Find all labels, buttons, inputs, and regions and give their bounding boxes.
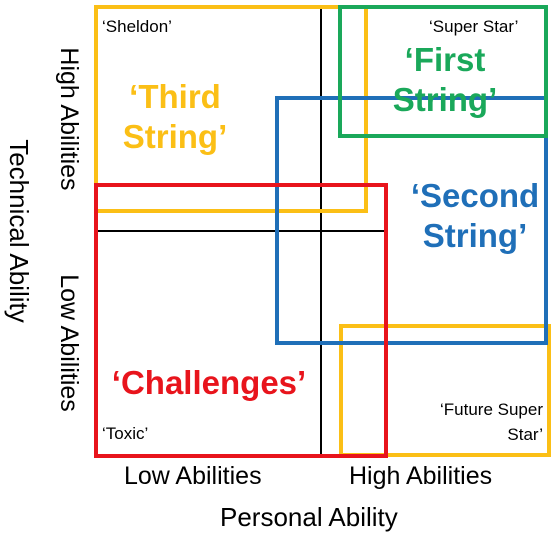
first-string-box — [338, 5, 548, 138]
second-string-title-line1: ‘Second — [410, 177, 540, 214]
toxic-label: ‘Toxic’ — [102, 424, 149, 443]
first-string-title: ‘First String’ — [375, 40, 515, 121]
first-string-title-line2: String’ — [392, 81, 498, 119]
super-star-label: ‘Super Star’ — [429, 17, 519, 36]
challenges-title: ‘Challenges’ — [104, 363, 314, 403]
third-string-title-line2: String’ — [122, 118, 228, 156]
sheldon-label: ‘Sheldon’ — [102, 17, 172, 36]
y-axis-high-label: High Abilities — [55, 47, 83, 191]
horizontal-divider-line — [96, 230, 386, 232]
x-axis-title: Personal Ability — [220, 502, 398, 532]
second-string-box — [275, 96, 548, 345]
challenges-title-line1: ‘Challenges’ — [111, 364, 307, 401]
future-super-star-label: ‘Future Super Star’ — [402, 398, 543, 447]
x-axis-low-label: Low Abilities — [124, 462, 262, 490]
future-super-star-label-line2: Star’ — [507, 424, 543, 444]
third-string-box — [94, 5, 368, 213]
y-axis-title: Technical Ability — [4, 139, 34, 323]
challenges-box — [94, 183, 388, 458]
y-axis-low-label: Low Abilities — [55, 274, 83, 412]
future-super-star-label-line1: ‘Future Super — [440, 400, 543, 419]
first-string-title-line1: ‘First — [404, 41, 486, 78]
third-string-title-line1: ‘Third — [129, 78, 221, 115]
third-string-title: ‘Third String’ — [110, 77, 240, 158]
future-super-star-box — [339, 324, 551, 457]
second-string-title: ‘Second String’ — [400, 176, 550, 257]
second-string-title-line2: String’ — [422, 217, 528, 255]
x-axis-high-label: High Abilities — [349, 462, 493, 490]
